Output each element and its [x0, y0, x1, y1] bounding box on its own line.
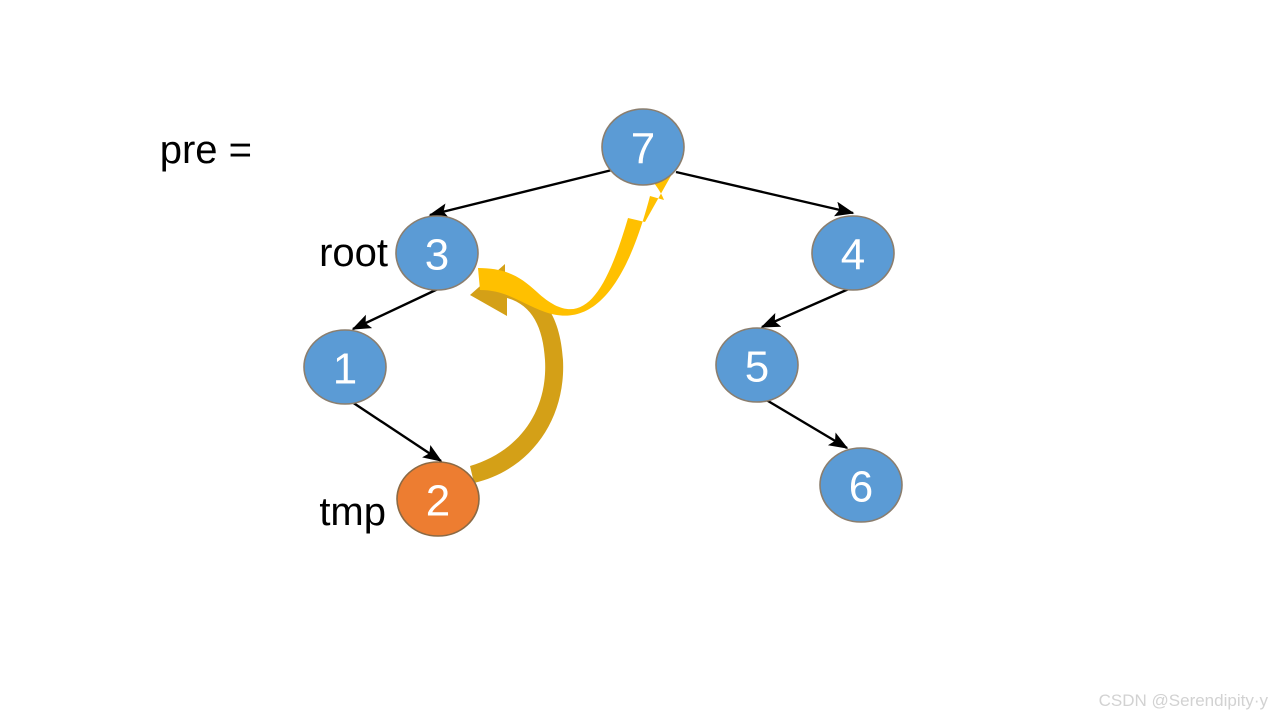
edge-3-to-1: [351, 286, 441, 331]
node-4[interactable]: 4: [811, 215, 895, 291]
root-pointer-label: root: [319, 231, 388, 275]
node-3-circle[interactable]: [395, 215, 479, 291]
node-3-label: 3: [425, 231, 449, 280]
pre-pointer-label: pre =: [160, 128, 252, 172]
edge-4-to-5: [760, 286, 852, 329]
node-5[interactable]: 5: [715, 327, 799, 403]
node-4-label: 4: [841, 231, 865, 280]
edge-5-to-6: [762, 396, 849, 450]
gold-arrow-body: [470, 264, 564, 483]
node-6-label: 6: [849, 463, 873, 512]
node-7-circle[interactable]: [601, 108, 685, 186]
node-6-circle[interactable]: [819, 447, 903, 523]
node-1-label: 1: [333, 345, 357, 394]
node-5-label: 5: [745, 343, 769, 392]
edge-7-to-3: [428, 168, 613, 218]
watermark-label: CSDN @Serendipity·y: [1099, 691, 1269, 710]
tree-nodes: 7 3 4 1 5 2: [303, 108, 903, 537]
highlight-arrow-root-to-pre: [478, 174, 672, 316]
tmp-pointer-label: tmp: [319, 490, 386, 534]
edge-7-to-4: [675, 170, 855, 217]
node-2-circle[interactable]: [396, 461, 480, 537]
yellow-arrow-body: [478, 174, 672, 316]
annotation-labels: pre = root tmp: [160, 128, 388, 534]
node-1-circle[interactable]: [303, 329, 387, 405]
node-4-circle[interactable]: [811, 215, 895, 291]
node-2-label: 2: [426, 477, 450, 526]
node-5-circle[interactable]: [715, 327, 799, 403]
node-2[interactable]: 2: [396, 461, 480, 537]
node-3[interactable]: 3: [395, 215, 479, 291]
edge-1-to-2: [351, 400, 443, 463]
node-6[interactable]: 6: [819, 447, 903, 523]
node-1[interactable]: 1: [303, 329, 387, 405]
highlight-arrow-tmp-to-root: [470, 264, 564, 483]
node-7[interactable]: 7: [601, 108, 685, 186]
tree-edges: [351, 168, 855, 463]
node-7-label: 7: [631, 125, 655, 174]
